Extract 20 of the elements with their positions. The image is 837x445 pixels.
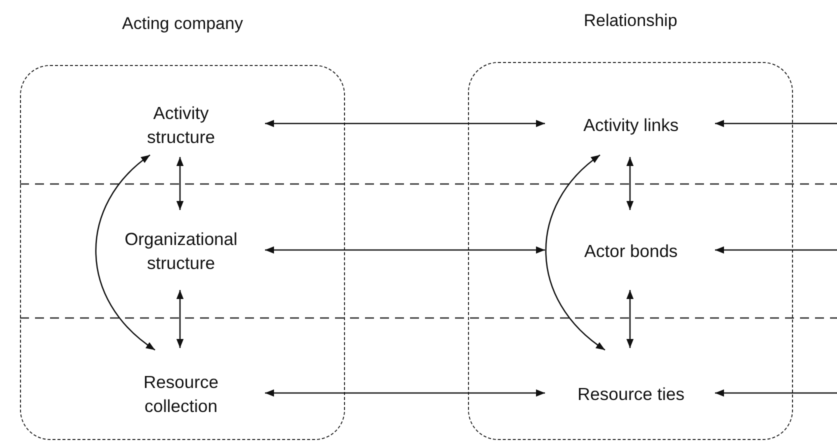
node-label: Resource ties xyxy=(576,383,686,406)
arrow xyxy=(626,290,634,348)
arrow xyxy=(265,120,545,128)
arrow xyxy=(715,389,837,397)
arrow xyxy=(545,154,606,351)
node-label: Actor bonds xyxy=(583,240,679,263)
node-label: Organizational structure xyxy=(124,228,238,275)
arrow xyxy=(95,154,156,351)
arrow xyxy=(715,120,837,128)
arrow xyxy=(265,246,545,254)
arrow xyxy=(176,157,184,210)
arrow xyxy=(715,246,837,254)
node-label: Activity structure xyxy=(146,102,216,148)
node-label: Resource collection xyxy=(142,371,220,418)
arrow xyxy=(265,389,545,397)
arrow xyxy=(626,157,634,210)
group-heading: Relationship xyxy=(584,11,678,31)
arrow xyxy=(176,290,184,348)
group-heading: Acting company xyxy=(122,14,243,34)
node-label: Activity links xyxy=(582,114,680,136)
